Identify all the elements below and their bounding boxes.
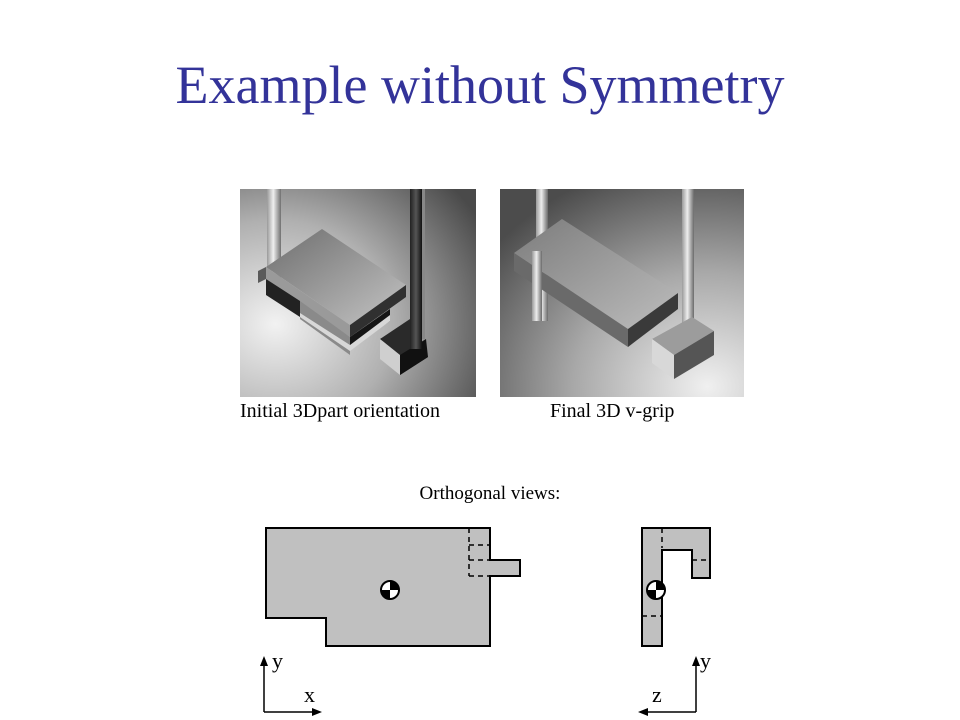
final-grip-illustration [500, 189, 744, 397]
front-orthogonal-view: y x [260, 527, 521, 716]
front-view-hidden-lines [468, 528, 490, 577]
final-grip-render [500, 189, 744, 397]
side-view-axis-z-label: z [652, 682, 662, 707]
side-view-hidden-lines [642, 528, 710, 617]
orthogonal-views-label: Orthogonal views: [419, 483, 561, 504]
front-view-axis-x-label: x [304, 682, 315, 707]
center-of-mass-icon [380, 580, 400, 600]
side-view-part-outline [641, 527, 711, 647]
slide-title: Example without Symmetry [175, 55, 785, 115]
front-view-axis-y-label: y [272, 648, 283, 673]
initial-orientation-caption: Initial 3Dpart orientation [240, 400, 440, 422]
side-orthogonal-view: y z [638, 527, 711, 716]
final-grip-caption: Final 3D v-grip [550, 400, 675, 422]
front-view-axes [260, 656, 322, 716]
initial-orientation-render [240, 189, 476, 397]
side-view-axes [638, 656, 700, 716]
initial-orientation-illustration [240, 189, 476, 397]
side-view-axis-y-label: y [700, 648, 711, 673]
center-of-mass-icon [646, 580, 666, 600]
